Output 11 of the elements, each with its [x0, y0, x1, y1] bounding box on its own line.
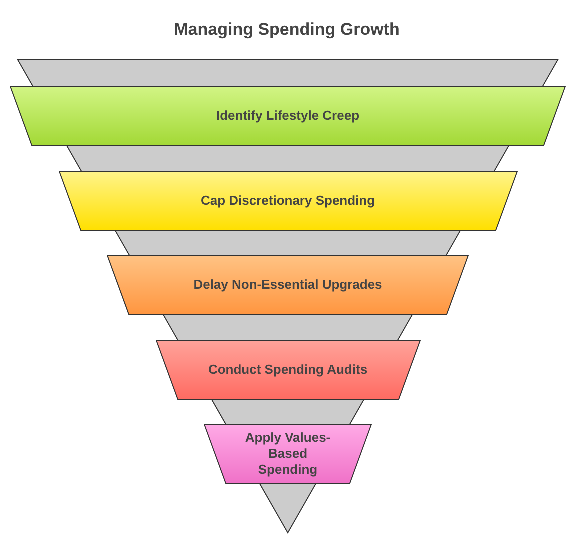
- stage-label: Delay Non-Essential Upgrades: [192, 277, 384, 294]
- funnel-stage: [107, 255, 469, 316]
- stage-label: Identify Lifestyle Creep: [215, 108, 361, 124]
- stage-label: Apply Values-Based Spending: [244, 430, 332, 478]
- funnel-stage: [10, 86, 566, 146]
- funnel-stage: [156, 340, 420, 400]
- stage-label: Cap Discretionary Spending: [200, 192, 376, 209]
- funnel-stage: [58, 170, 518, 231]
- stage-label: Conduct Spending Audits: [207, 362, 369, 378]
- title: Managing Spending Growth: [173, 20, 401, 40]
- funnel-stage: [204, 424, 372, 484]
